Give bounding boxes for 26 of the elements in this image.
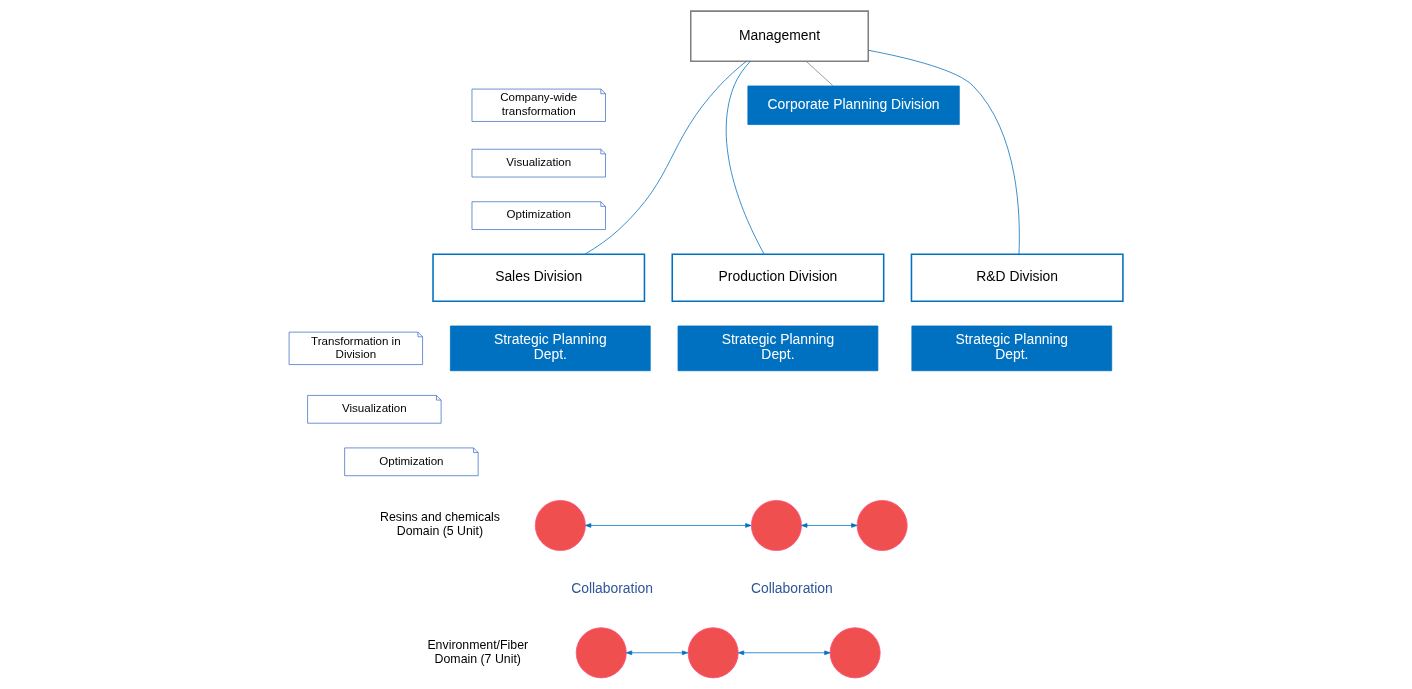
node-circle xyxy=(575,627,627,679)
node-box: Strategic Planning Dept. xyxy=(911,325,1113,372)
label: Collaboration xyxy=(571,579,653,596)
node-box: Production Division xyxy=(671,253,885,303)
connector xyxy=(584,61,747,255)
node-box: Corporate Planning Division xyxy=(747,85,960,125)
arrow xyxy=(626,650,689,656)
node-box: Sales Division xyxy=(432,253,646,303)
label: Collaboration xyxy=(750,579,833,596)
connector xyxy=(805,60,834,87)
node-circle xyxy=(534,500,586,551)
node-circle xyxy=(687,627,739,679)
node-box: Strategic Planning Dept. xyxy=(677,325,879,372)
connector xyxy=(868,49,1020,255)
node-box: Management xyxy=(690,10,869,63)
node-circle xyxy=(829,627,881,679)
label: Resins and chemicals Domain (5 Unit) xyxy=(379,510,500,539)
arrow xyxy=(801,523,858,528)
node-circle xyxy=(856,500,908,551)
node-box: Strategic Planning Dept. xyxy=(450,325,651,372)
arrow xyxy=(585,523,752,528)
connector xyxy=(725,60,765,255)
arrow xyxy=(738,650,831,656)
label: Environment/Fiber Domain (7 Unit) xyxy=(427,637,529,666)
node-box: R&D Division xyxy=(910,253,1124,303)
node-circle xyxy=(750,500,802,551)
